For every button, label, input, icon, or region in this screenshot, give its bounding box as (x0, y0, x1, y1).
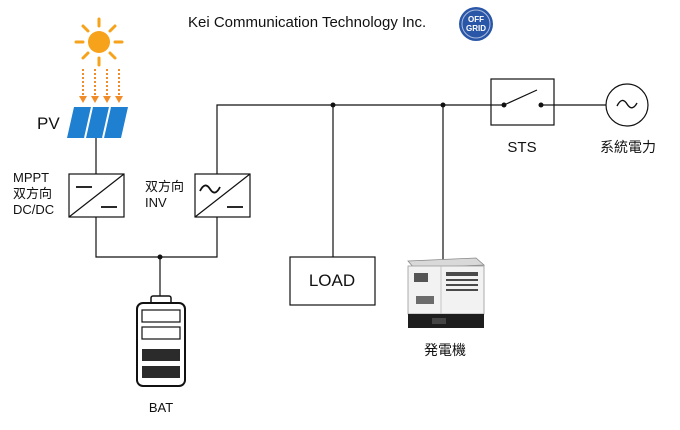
load-label: LOAD (309, 271, 355, 290)
logo-text-top: OFF (468, 15, 484, 24)
ac-source-icon (605, 83, 649, 127)
sts-label: STS (507, 139, 536, 156)
off-grid-logo-icon: OFF GRID (459, 7, 493, 41)
mppt-label-line3: DC/DC (13, 202, 54, 217)
solar-panel-icon (67, 106, 128, 139)
grid-label: 系統電力 (600, 140, 656, 156)
mppt-label-line1: MPPT (13, 170, 49, 185)
battery-icon (136, 295, 186, 387)
load-box (289, 256, 376, 306)
sunlight-arrows (79, 69, 123, 103)
inv-label-line2: INV (145, 195, 167, 210)
bat-label: BAT (149, 400, 173, 415)
switch-icon (490, 78, 555, 126)
inverter-icon (194, 173, 251, 218)
generator-icon (407, 257, 486, 328)
generator-label: 発電機 (424, 343, 466, 359)
company-title: Kei Communication Technology Inc. (188, 14, 426, 31)
junction-dots (157, 102, 446, 260)
pv-label: PV (37, 114, 60, 133)
dc-dc-converter-icon (68, 173, 125, 218)
logo-text-bottom: GRID (466, 24, 486, 33)
wiring (95, 104, 606, 298)
inv-label-line1: 双方向 (145, 179, 184, 195)
sun-icon (74, 17, 124, 67)
mppt-label-line2: 双方向 (13, 186, 52, 202)
